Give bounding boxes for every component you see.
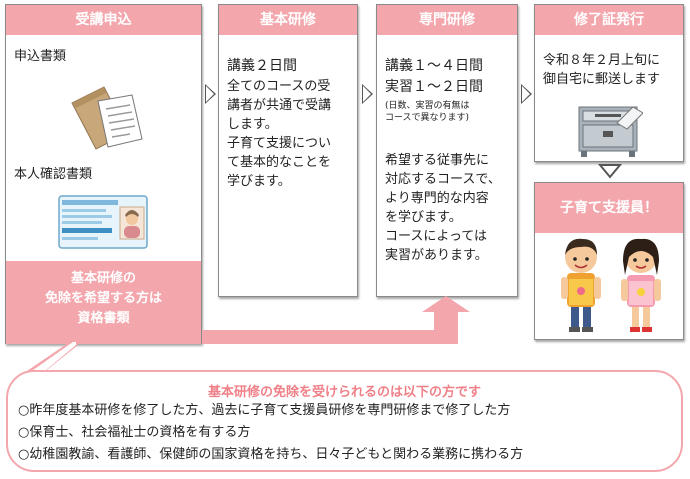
- certificate-description: 令和８年２月上旬に 御自宅に郵送します: [543, 53, 661, 87]
- step-childcare-supporter: 子育て支援員！: [534, 182, 684, 340]
- arrow-right-icon: [205, 84, 216, 104]
- specialized-training-description: 希望する従事先に 対応するコースで、 より専門的な内容 を学びます。 コースによ…: [385, 153, 501, 263]
- id-card-icon: [58, 195, 148, 249]
- specialized-duration-note: (日数、実習の有無は コースで異なります): [385, 101, 470, 123]
- basic-training-description: 全てのコースの受 講者が共通で受講 します。 子育て支援につい て基本的なことを…: [227, 79, 332, 189]
- step-certificate: 修了証発行 令和８年２月上旬に 御自宅に郵送します: [534, 4, 684, 162]
- arrow-down-icon: [598, 164, 622, 179]
- step-application: 受講申込 申込書類 本人確認書類 基本研修の 免除を希望する方は 資格書類: [5, 4, 202, 344]
- boy-icon: [561, 238, 601, 332]
- step-basic-training: 基本研修 講義２日間 全てのコースの受 講者が共通で受講 します。 子育て支援に…: [218, 4, 358, 297]
- exemption-item-2: ○保育士、社会福祉士の資格を有する方: [18, 425, 251, 440]
- bypass-arrow-icon: [202, 296, 470, 344]
- exemption-item-1: ○昨年度基本研修を修了した方、過去に子育て支援員研修を専門研修まで修了した方: [18, 403, 511, 418]
- exemption-note: 基本研修の免除を受けられるのは以下の方です ○昨年度基本研修を修了した方、過去に…: [6, 370, 683, 472]
- step-certificate-title: 修了証発行: [535, 5, 683, 35]
- step-childcare-supporter-title: 子育て支援員！: [535, 183, 683, 233]
- arrow-right-icon: [362, 84, 373, 104]
- basic-training-duration: 講義２日間: [227, 58, 297, 74]
- mailbox-icon: [578, 106, 643, 157]
- step-specialized-training-title: 専門研修: [377, 5, 517, 35]
- exemption-item-3: ○幼稚園教諭、看護師、保健師の国家資格を持ち、日々子どもと関わる業務に携わる方: [18, 447, 524, 462]
- girl-icon: [621, 238, 661, 332]
- envelope-documents-icon: [71, 86, 143, 150]
- exemption-note-title: 基本研修の免除を受けられるのは以下の方です: [207, 385, 481, 400]
- specialized-lecture-duration: 講義１～４日間: [385, 58, 483, 74]
- exemption-documents-note: 基本研修の 免除を希望する方は 資格書類: [6, 261, 201, 344]
- arrow-right-icon: [521, 84, 532, 104]
- step-application-title: 受講申込: [6, 5, 201, 35]
- specialized-practicum-duration: 実習１～２日間: [385, 79, 483, 95]
- step-basic-training-title: 基本研修: [219, 5, 357, 35]
- id-documents-label: 本人確認書類: [14, 167, 93, 182]
- callout-pointer-icon: [18, 339, 78, 377]
- application-forms-label: 申込書類: [14, 49, 67, 64]
- step-specialized-training: 専門研修 講義１～４日間 実習１～２日間 (日数、実習の有無は コースで異なりま…: [376, 4, 518, 297]
